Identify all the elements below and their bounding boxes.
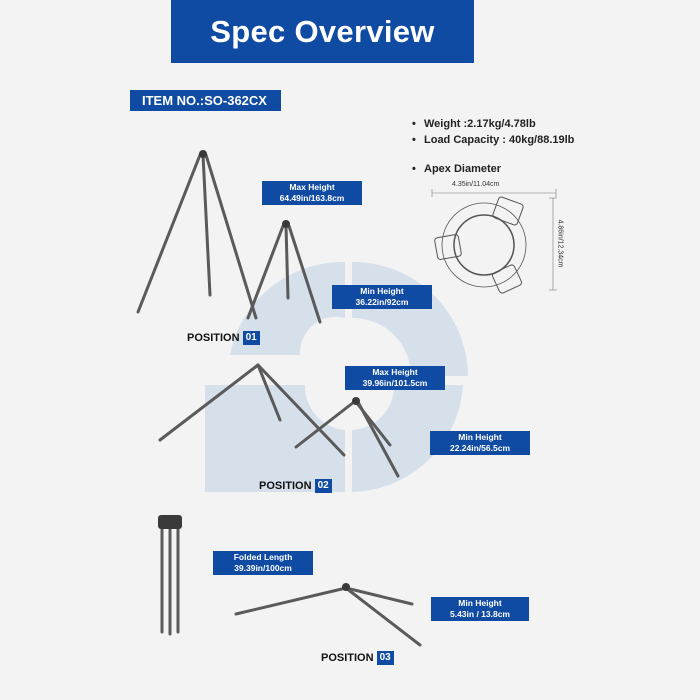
position2-min-value: 22.24in/56.5cm [449,443,510,453]
position3-folded-length-label: Folded Length 39.39in/100cm [213,551,313,575]
bullet-icon: • [412,134,416,146]
position2-max-title: Max Height [372,367,418,377]
spec-weight: • Weight :2.17kg/4.78lb [412,118,536,130]
spec-weight-text: Weight :2.17kg/4.78lb [424,118,536,130]
position2-min-title: Min Height [458,432,502,442]
bullet-icon: • [412,118,416,130]
apex-diagram [431,189,557,294]
position3-min-title: Min Height [458,598,502,608]
position2-max-value: 39.96in/101.5cm [362,378,428,388]
spec-load-capacity-text: Load Capacity : 40kg/88.19lb [424,134,575,146]
spec-apex-diameter: • Apex Diameter [412,163,501,175]
spec-apex-diameter-text: Apex Diameter [424,163,502,175]
position1-max-height-label: Max Height 64.49in/163.8cm [262,181,362,205]
position2-max-height-label: Max Height 39.96in/101.5cm [345,366,445,390]
position1-number: 01 [242,331,260,345]
tripod-position1-min [246,220,322,324]
apex-width-label: 4.35in/11.04cm [452,181,500,188]
position3-label-text: POSITION [321,652,374,664]
position2-label-text: POSITION [259,480,312,492]
apex-height-label: 4.86in/12.34cm [556,219,564,268]
position3-min-value: 5.43in / 13.8cm [449,609,510,619]
position3-number: 03 [376,651,394,665]
position3-min-height-label: Min Height 5.43in / 13.8cm [431,597,529,621]
page-title: Spec Overview [171,0,474,63]
tripod-position1-max [136,150,258,320]
position1-max-value: 64.49in/163.8cm [279,193,345,203]
position1-label-text: POSITION [187,332,240,344]
tripod-position2-max [158,363,346,457]
position3-label: POSITION 03 [321,651,394,665]
position1-min-height-label: Min Height 36.22in/92cm [332,285,432,309]
position1-min-title: Min Height [360,286,404,296]
item-number-badge: ITEM NO.:SO-362CX [130,90,281,111]
position2-label: POSITION 02 [259,479,332,493]
tripod-position3-folded [158,515,182,636]
spec-load-capacity: • Load Capacity : 40kg/88.19lb [412,134,574,146]
position1-min-value: 36.22in/92cm [355,297,409,307]
position3-folded-title: Folded Length [233,552,293,562]
position1-label: POSITION 01 [187,331,260,345]
bullet-icon: • [412,163,416,175]
position2-number: 02 [314,479,332,493]
position3-folded-value: 39.39in/100cm [234,563,292,573]
tripod-position3-flat [234,583,422,647]
tripod-position2-min [294,397,400,478]
position1-max-title: Max Height [289,182,335,192]
position2-min-height-label: Min Height 22.24in/56.5cm [430,431,530,455]
